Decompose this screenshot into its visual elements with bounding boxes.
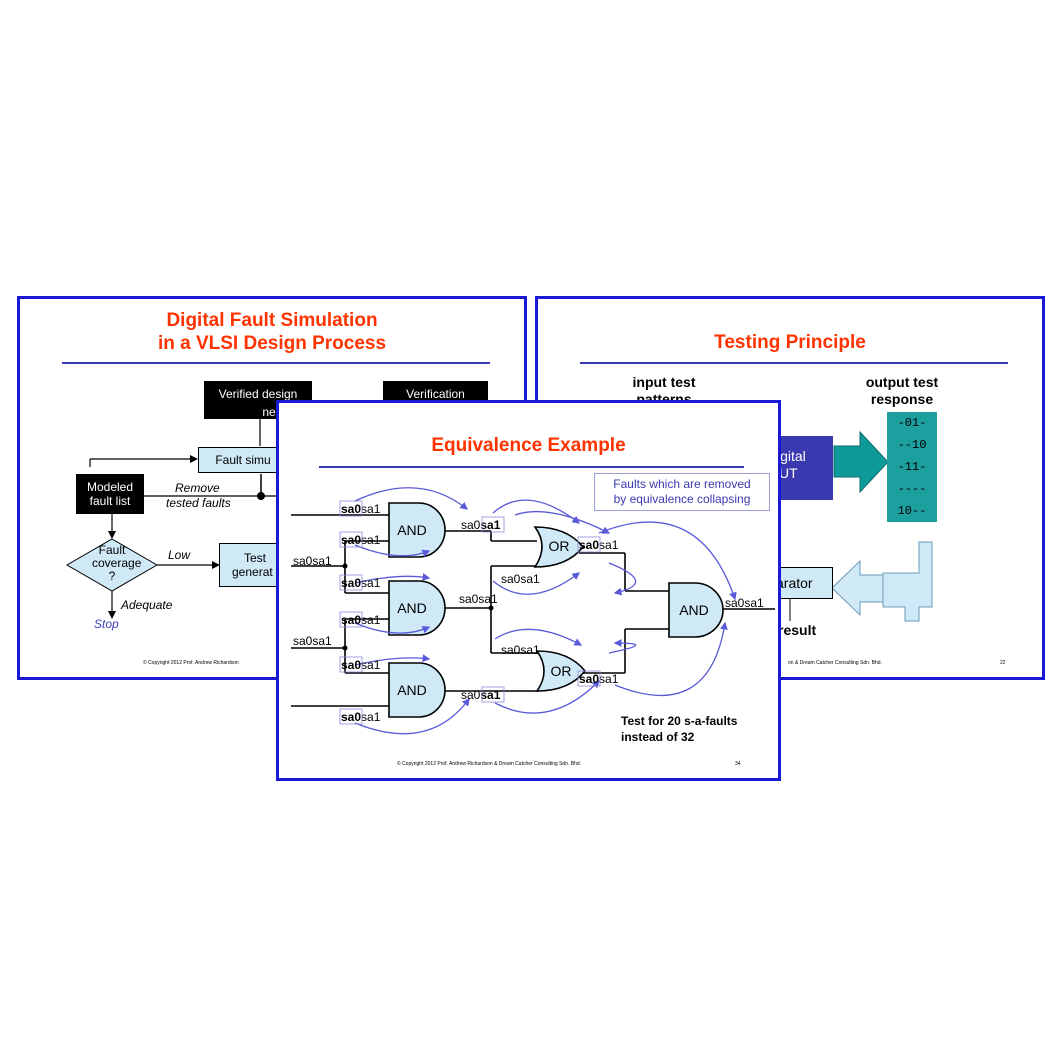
fault-coverage-line-3: ?: [108, 569, 116, 583]
svg-text:sa0sa1: sa0sa1: [459, 592, 498, 606]
output-line-1: output test: [865, 374, 939, 390]
svg-text:sa0sa1: sa0sa1: [341, 576, 381, 590]
fault-coverage-label: Fault coverage ?: [92, 543, 142, 583]
input-line-1: input test: [632, 374, 696, 390]
response-row: 10--: [897, 504, 927, 518]
page-number: 22: [1000, 660, 1006, 666]
output-line-2: response: [870, 391, 934, 407]
svg-text:sa0sa1: sa0sa1: [501, 643, 540, 657]
response-row: ----: [897, 482, 927, 496]
test-flow-graphics: [789, 430, 933, 622]
response-row: --10: [897, 438, 927, 452]
copyright-text: on & Dream Catcher Consulting Sdn. Bhd.: [788, 660, 882, 666]
or-gate-label: OR: [551, 663, 572, 679]
or-gate-2: [535, 650, 587, 692]
flow-connectors: [66, 406, 280, 619]
svg-text:sa0sa1: sa0sa1: [501, 572, 540, 586]
and-gate-label: AND: [679, 602, 709, 618]
and-gate-label: AND: [397, 682, 427, 698]
gate-circuit: sa0sa1 sa0sa1 sa0sa1 sa0sa1 sa0sa1 sa0sa…: [291, 487, 775, 735]
and-gate-4: [668, 582, 724, 638]
svg-text:sa0sa1: sa0sa1: [293, 554, 332, 568]
title-line-1: Digital Fault Simulation: [166, 310, 378, 331]
svg-text:sa0sa1: sa0sa1: [341, 613, 381, 627]
fault-coverage-line-1: Fault: [98, 543, 126, 557]
fault-simulator-label: Fault simu: [215, 453, 271, 467]
title-rule: [319, 466, 744, 468]
test-count-note: Test for 20 s-a-faults instead of 32: [621, 713, 737, 745]
test-note-line-2: instead of 32: [621, 730, 695, 744]
page-number: 34: [735, 761, 741, 767]
result-label: result: [778, 622, 817, 638]
verification-label: Verification: [406, 387, 465, 401]
stop-label: Stop: [94, 617, 119, 631]
svg-text:sa0sa1: sa0sa1: [579, 538, 619, 552]
response-row: -11-: [897, 460, 927, 474]
and-gate-3: [388, 662, 446, 718]
slide-equivalence-example: Equivalence Example Faults which are rem…: [276, 400, 781, 781]
response-table: -01- --10 -11- ---- 10--: [887, 412, 937, 522]
output-response-label: output test response: [846, 374, 958, 408]
and-gate-2: [388, 580, 446, 636]
and-gate-label: AND: [397, 522, 427, 538]
and-gate-label: AND: [397, 600, 427, 616]
svg-text:sa0sa1: sa0sa1: [341, 710, 381, 724]
svg-text:sa0sa1: sa0sa1: [579, 672, 619, 686]
verified-design-box: Verified design: [204, 381, 312, 407]
test-generator-box: Test generat: [219, 543, 285, 587]
title-rule: [62, 362, 490, 364]
adequate-label: Adequate: [121, 598, 173, 612]
note-line-1: Faults which are removed: [613, 477, 751, 491]
title-rule: [580, 362, 1008, 364]
slide-title: Digital Fault Simulation in a VLSI Desig…: [20, 309, 524, 355]
dut-line-2: UT: [779, 465, 798, 481]
or-gate-label: OR: [549, 538, 570, 554]
verified-design-label: Verified design: [218, 387, 298, 401]
collapsing-note: Faults which are removed by equivalence …: [594, 473, 770, 511]
remove-label: Remove: [175, 481, 220, 495]
title-line-2: in a VLSI Design Process: [157, 333, 387, 354]
dut-line-1: igital: [777, 448, 806, 464]
slide-title: Equivalence Example: [431, 435, 626, 456]
comparator-box: arator: [775, 567, 833, 599]
modeled-fault-list-box: Modeled fault list: [76, 474, 144, 514]
low-label: Low: [168, 548, 191, 562]
copyright-text: © Copyright 2012 Prof. Andrew Richardson…: [397, 761, 582, 767]
test-note-line-1: Test for 20 s-a-faults: [621, 714, 738, 728]
slide-title: Testing Principle: [714, 332, 866, 353]
svg-text:sa0sa1: sa0sa1: [725, 596, 764, 610]
svg-text:sa0sa1: sa0sa1: [293, 634, 332, 648]
svg-text:sa0sa1: sa0sa1: [461, 688, 501, 702]
copyright-text: © Copyright 2012 Prof. Andrew Richardson: [143, 660, 239, 666]
or-gate-1: [533, 526, 585, 568]
note-line-2: by equivalence collapsing: [613, 492, 751, 506]
test-generator-line-1: Test: [244, 551, 267, 565]
modeled-fault-line-1: Modeled: [86, 480, 134, 494]
svg-text:sa0sa1: sa0sa1: [341, 658, 381, 672]
svg-text:sa0sa1: sa0sa1: [461, 518, 501, 532]
tested-faults-label: tested faults: [166, 496, 231, 510]
fault-simulator-box: Fault simu: [198, 447, 288, 473]
response-row: -01-: [897, 416, 927, 430]
dut-box: igital UT: [775, 436, 833, 500]
fault-coverage-line-2: coverage: [92, 556, 142, 570]
comparator-label: arator: [776, 575, 813, 591]
svg-text:sa0sa1: sa0sa1: [341, 533, 381, 547]
modeled-fault-line-2: fault list: [89, 494, 131, 508]
svg-text:sa0sa1: sa0sa1: [341, 502, 381, 516]
test-generator-line-2: generat: [232, 565, 273, 579]
